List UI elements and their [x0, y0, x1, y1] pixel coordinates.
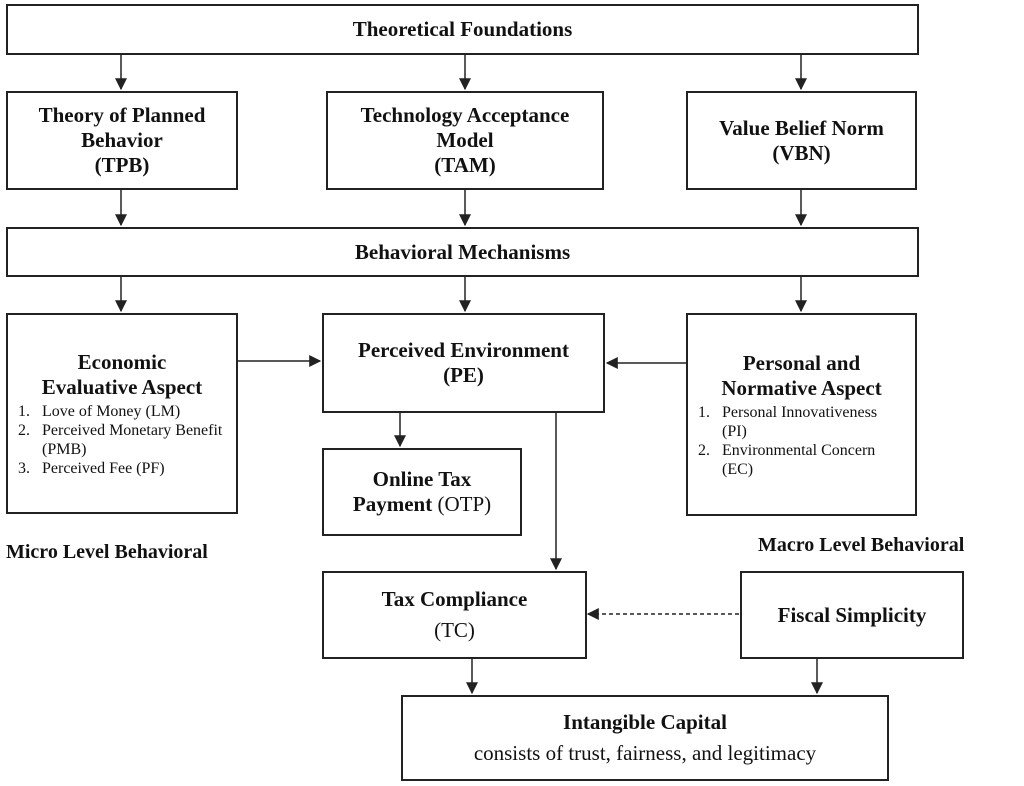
list-item: 3.Perceived Fee (PF) — [18, 459, 165, 477]
micro-level-label: Micro Level Behavioral — [6, 541, 208, 563]
vbn-box: Value Belief Norm (VBN) — [686, 91, 917, 190]
economic-evaluative-box: Economic Evaluative Aspect 1.Love of Mon… — [6, 313, 238, 514]
tam-line-1: Technology Acceptance — [360, 103, 570, 127]
pe-line-2: (PE) — [443, 363, 484, 387]
perceived-environment-box: Perceived Environment (PE) — [322, 313, 605, 413]
otp-line-1: Online Tax — [372, 467, 472, 491]
vbn-line-1: Value Belief Norm — [719, 115, 884, 140]
vbn-line-2: (VBN) — [772, 140, 831, 165]
tc-title: Tax Compliance — [381, 587, 528, 611]
behavioral-mechanisms-title: Behavioral Mechanisms — [354, 239, 571, 264]
theoretical-foundations-box: Theoretical Foundations — [6, 4, 919, 55]
personal-title-line-1: Personal and — [742, 350, 861, 375]
online-tax-payment-box: Online Tax Payment (OTP) — [322, 448, 522, 536]
fiscal-simplicity-box: Fiscal Simplicity — [740, 571, 964, 659]
economic-title-line-1: Economic — [77, 349, 167, 374]
intangible-capital-box: Intangible Capital consists of trust, fa… — [401, 695, 889, 781]
tax-compliance-box: Tax Compliance (TC) — [322, 571, 587, 659]
tam-line-2: Model — [436, 128, 494, 152]
pe-line-1: Perceived Environment — [358, 338, 569, 362]
personal-title-line-2: Normative Aspect — [721, 375, 882, 400]
economic-title-line-2: Evaluative Aspect — [41, 374, 203, 399]
intangible-title: Intangible Capital — [563, 710, 727, 734]
economic-items-list: 1.Love of Money (LM) 2.Perceived Monetar… — [8, 402, 236, 478]
tpb-box: Theory of Planned Behavior (TPB) — [6, 91, 238, 190]
list-item: 1.Personal Innovativeness (PI) — [698, 403, 878, 440]
macro-level-label: Macro Level Behavioral — [758, 534, 965, 556]
tam-box: Technology Acceptance Model (TAM) — [326, 91, 604, 190]
list-item: 1.Love of Money (LM) — [18, 402, 181, 420]
tam-line-3: (TAM) — [434, 153, 496, 177]
personal-normative-box: Personal and Normative Aspect 1.Personal… — [686, 313, 917, 516]
tpb-line-1: Theory of Planned — [38, 103, 206, 127]
fiscal-title: Fiscal Simplicity — [777, 602, 927, 627]
intangible-subtitle: consists of trust, fairness, and legitim… — [473, 741, 817, 765]
tpb-line-2: Behavior — [81, 128, 163, 152]
otp-line-2: Payment (OTP) — [352, 492, 492, 516]
behavioral-mechanisms-box: Behavioral Mechanisms — [6, 227, 919, 277]
list-item: 2.Environmental Concern (EC) — [698, 441, 876, 478]
tc-abbr: (TC) — [434, 618, 475, 642]
personal-items-list: 1.Personal Innovativeness (PI) 2.Environ… — [688, 403, 915, 479]
list-item: 2.Perceived Monetary Benefit (PMB) — [18, 421, 223, 458]
theoretical-foundations-title: Theoretical Foundations — [352, 17, 573, 41]
tpb-line-3: (TPB) — [94, 153, 150, 177]
